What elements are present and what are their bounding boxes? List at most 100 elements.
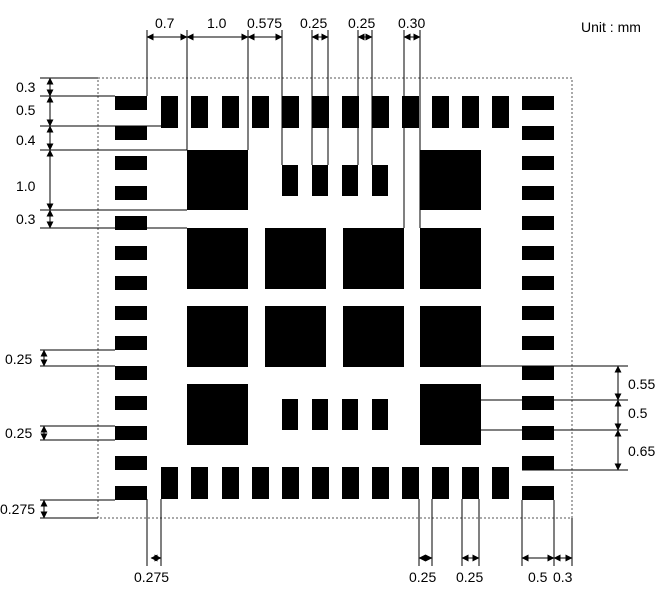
inner-pad [282, 165, 298, 196]
left-pad [115, 396, 147, 410]
left-pad [115, 276, 147, 290]
top-dim-label: 0.25 [348, 15, 375, 31]
large-pad [187, 228, 248, 289]
right-pad [522, 396, 554, 410]
top-pad [312, 96, 329, 128]
inner-pad [372, 165, 388, 196]
bottom-pad [191, 467, 208, 499]
inner-pad [342, 399, 358, 430]
right-pad [522, 246, 554, 260]
left-dim-label: 0.25 [5, 351, 32, 367]
small-inner-pads [282, 165, 388, 430]
package-outline [97, 77, 573, 519]
bottom-dim-label: 0.5 [528, 569, 548, 585]
large-pad [420, 384, 481, 445]
top-pad [372, 96, 389, 128]
bottom-dim-label: 0.25 [409, 569, 436, 585]
right-pad [522, 156, 554, 170]
left-pad [115, 126, 147, 140]
left-dim-label: 0.275 [0, 501, 35, 517]
large-pad [187, 150, 248, 210]
inner-pad [372, 399, 388, 430]
bottom-pad [402, 467, 419, 499]
top-dim-label: 0.25 [300, 15, 327, 31]
large-pad [187, 384, 248, 445]
top-pad [342, 96, 359, 128]
left-pad [115, 366, 147, 380]
right-dim-label: 0.65 [628, 443, 655, 459]
right-pad [522, 276, 554, 290]
top-dim-label: 0.30 [398, 15, 425, 31]
inner-pad [282, 399, 298, 430]
left-pad [115, 156, 147, 170]
right-dim-label: 0.5 [628, 405, 648, 421]
left-dim-label: 0.5 [16, 102, 36, 118]
top-pad [492, 96, 509, 128]
large-pad [420, 228, 481, 289]
large-pad [265, 306, 326, 367]
left-pad-column [115, 96, 147, 500]
bottom-dim-label: 0.25 [456, 569, 483, 585]
bottom-pad [432, 467, 449, 499]
right-dim-label: 0.55 [628, 376, 655, 392]
left-pad [115, 456, 147, 470]
inner-pad [312, 399, 328, 430]
left-pad [115, 306, 147, 320]
bottom-dim-label: 0.3 [553, 569, 573, 585]
right-pad [522, 456, 554, 470]
right-dimension-lines [481, 365, 628, 471]
bottom-pad [492, 467, 509, 499]
unit-label: Unit : mm [581, 19, 641, 35]
large-pad-grid [187, 150, 481, 445]
right-pad [522, 486, 554, 500]
right-pad [522, 216, 554, 230]
top-dim-label: 1.0 [207, 15, 227, 31]
large-pad [343, 228, 404, 289]
left-pad [115, 426, 147, 440]
top-pad [282, 96, 299, 128]
large-pad [420, 150, 481, 210]
top-pad [252, 96, 269, 128]
bottom-dimension-lines [146, 499, 573, 566]
right-pad [522, 96, 554, 110]
left-pad [115, 246, 147, 260]
top-pad [402, 96, 419, 128]
bottom-pad [282, 467, 299, 499]
right-pad [522, 186, 554, 200]
bottom-pad [161, 467, 178, 499]
left-pad [115, 96, 147, 110]
left-pad [115, 216, 147, 230]
bottom-pad [372, 467, 389, 499]
right-pad [522, 426, 554, 440]
top-pad [432, 96, 449, 128]
large-pad [265, 228, 326, 289]
top-pad-row [161, 96, 509, 128]
top-pad [222, 96, 239, 128]
right-pad-column [522, 96, 554, 500]
left-pad [115, 186, 147, 200]
large-pad [420, 306, 481, 367]
right-pad [522, 336, 554, 350]
top-dim-label: 0.7 [155, 15, 175, 31]
bottom-pad [252, 467, 269, 499]
top-pad [462, 96, 479, 128]
bottom-dim-label: 0.275 [134, 569, 169, 585]
left-dim-label: 0.3 [16, 211, 36, 227]
inner-pad [312, 165, 328, 196]
left-dimension-lines [40, 77, 187, 519]
top-dimension-lines [146, 30, 421, 228]
left-pad [115, 336, 147, 350]
left-dim-label: 0.4 [16, 132, 36, 148]
left-dim-label: 0.25 [5, 425, 32, 441]
large-pad [343, 306, 404, 367]
right-pad [522, 306, 554, 320]
left-dim-label: 0.3 [16, 79, 36, 95]
inner-pad [342, 165, 358, 196]
top-pad [191, 96, 208, 128]
right-pad [522, 126, 554, 140]
large-pad [187, 306, 248, 367]
bottom-pad [462, 467, 479, 499]
bottom-pad-row [161, 467, 509, 499]
left-dim-label: 1.0 [16, 178, 36, 194]
top-dim-label: 0.575 [247, 15, 282, 31]
